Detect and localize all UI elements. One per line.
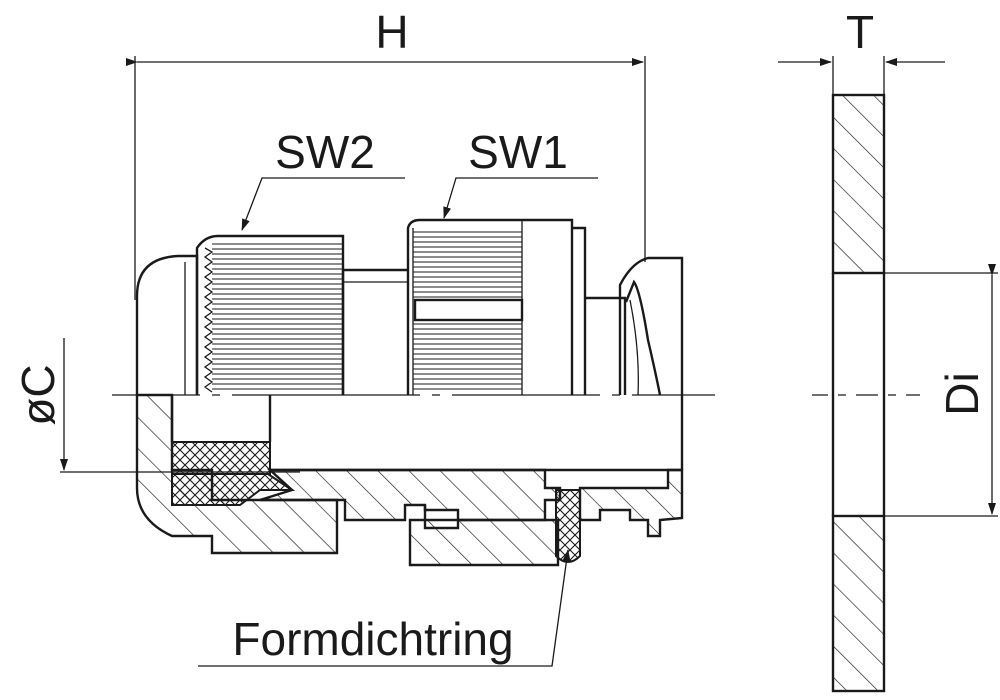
label-sw1: SW1 xyxy=(443,126,598,219)
dimension-h: H xyxy=(126,6,646,300)
mounting-plate-section: Di xyxy=(812,93,998,693)
gland-outer-view xyxy=(135,218,684,396)
label-sw1-text: SW1 xyxy=(468,126,568,178)
label-formdichtring: Formdichtring xyxy=(198,549,571,667)
dimension-h-label: H xyxy=(375,6,408,58)
label-sw2-text: SW2 xyxy=(275,126,375,178)
dimension-oc-label: øC xyxy=(12,364,64,425)
dimension-di-label: Di xyxy=(936,372,988,415)
dimension-t-label: T xyxy=(846,6,874,58)
label-sw2: SW2 xyxy=(241,126,405,231)
label-formdichtring-text: Formdichtring xyxy=(232,613,513,665)
dimension-t: T xyxy=(778,6,945,94)
gland-section-view xyxy=(135,393,684,567)
